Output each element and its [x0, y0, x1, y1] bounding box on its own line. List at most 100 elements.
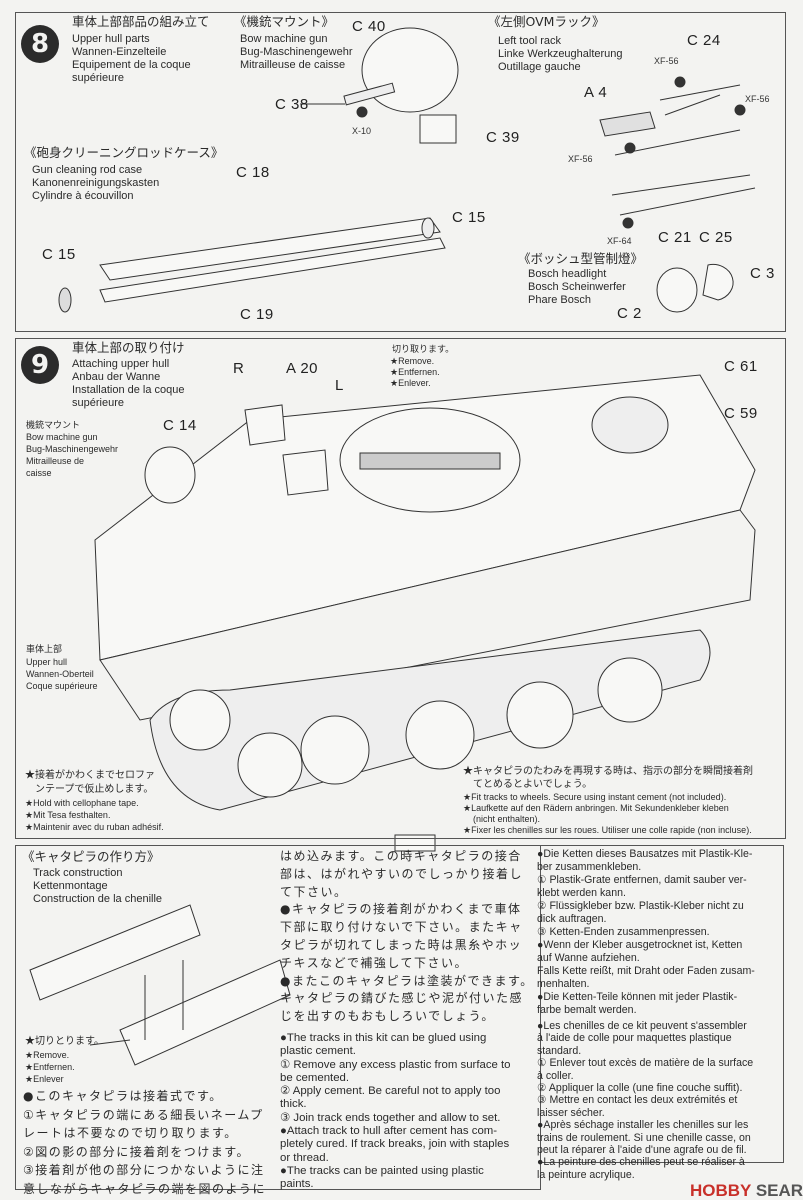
step8-title-jp: 車体上部部品の組み立て — [72, 14, 210, 29]
text-line: キャタピラの錆びた感じや泥が付いた感 — [280, 991, 524, 1006]
tape-note: ★接着がかわくまでセロファ — [25, 770, 155, 781]
text-line: ●The tracks can be painted using plastic — [280, 1164, 484, 1177]
text-line: ●またこのキャタピラは塗装ができます。 — [280, 973, 534, 988]
text-line: チキスなどで補強して下さい。 — [280, 955, 469, 970]
text-line: klebt werden kann. — [537, 887, 626, 899]
paint-label-xf56: XF-56 — [745, 94, 770, 104]
text-line: à l'aide de colle pour maquettes plastiq… — [537, 1032, 732, 1045]
text-line: la peinture acrylique. — [537, 1168, 635, 1181]
upper-hull-line: Upper hull — [26, 657, 68, 667]
instant-cement-note: ★Fit tracks to wheels. Secure using inst… — [463, 792, 727, 802]
part-label-c40: C 40 — [352, 18, 386, 35]
text-line: à coller. — [537, 1069, 574, 1082]
part-label-c59: C 59 — [724, 405, 758, 422]
cleaning-rod-line: Cylindre à écouvillon — [32, 190, 134, 202]
text-line: paints. — [280, 1178, 314, 1191]
remove-note-line: ★Entfernen. — [390, 367, 440, 377]
cleaning-rod-line: Gun cleaning rod case — [32, 164, 143, 176]
text-line: ●Les chenilles de ce kit peuvent s'assem… — [537, 1020, 747, 1032]
part-label-c38: C 38 — [275, 96, 309, 113]
instant-cement-note: ★Laufkette auf den Rädern anbringen. Mit… — [463, 803, 729, 813]
text-line: ●Die Ketten dieses Bausatzes mit Plastik… — [537, 848, 753, 860]
text-line: タピラが切れてしまった時は黒糸やホッ — [280, 937, 523, 952]
headlight-line: Phare Bosch — [528, 294, 591, 306]
part-label-a4: A 4 — [584, 84, 608, 101]
text-line: thick. — [280, 1098, 307, 1111]
tape-note: ★Hold with cellophane tape. — [25, 798, 139, 808]
tool-rack-line: Left tool rack — [498, 35, 561, 47]
text-line: ② Apply cement. Be careful not to apply … — [280, 1085, 501, 1098]
text-line: はめ込みます。この時キャタピラの接合 — [280, 849, 522, 863]
upper-hull-line: Wannen-Oberteil — [26, 669, 94, 679]
text-line: ●La peinture des chenilles peut se réali… — [537, 1156, 745, 1169]
upper-hull-line: Coque supérieure — [26, 681, 98, 691]
track-jp-left: ●このキャタピラは接着式です。 ①キャタピラの端にある細長いネームプ レートは不… — [23, 1087, 266, 1199]
step8-title-fr-2: supérieure — [72, 72, 124, 84]
cleaning-rod-line: Kanonenreinigungskasten — [32, 177, 160, 189]
text-line: ●キャタピラの接着剤がかわくまで車体 — [280, 902, 522, 917]
road-wheels-drawing — [149, 629, 711, 811]
hobby-search-watermark: HOBBY SEARCH — [690, 1182, 803, 1199]
step8-bow-mg-drawing — [300, 27, 459, 144]
tool-rack-drawing — [599, 76, 756, 229]
paint-label-x10: X-10 — [352, 126, 372, 136]
text-line: ② Appliquer la colle (une fine couche su… — [537, 1082, 743, 1095]
text-line: laisser sécher. — [537, 1106, 605, 1119]
part-label-c14: C 14 — [163, 417, 197, 434]
text-line: じを出すのもおもしろいでしょう。 — [280, 1009, 495, 1024]
tape-note: ★Maintenir avec du ruban adhésif. — [25, 822, 164, 832]
tank-hull-drawing — [94, 374, 756, 721]
track-panel — [15, 845, 541, 1190]
part-label-c15: C 15 — [452, 209, 486, 226]
track-remove-note: ★切りとります。 — [25, 1036, 104, 1047]
cleaning-rod-header: 《砲身クリーニングロッドケース》 — [24, 145, 224, 160]
step9-number-badge: 9 — [21, 346, 59, 384]
tape-note: ンテープで仮止めします。 — [35, 784, 154, 795]
headlight-line: Bosch Scheinwerfer — [528, 281, 626, 293]
text-line: て下さい。 — [280, 884, 348, 899]
remove-note-line: ★Enlever. — [390, 378, 431, 388]
headlight-header: 《ボッシュ型管制燈》 — [518, 251, 644, 266]
part-label-c3: C 3 — [750, 265, 775, 282]
cleaning-rod-drawing — [58, 217, 446, 313]
watermark-brand: HOBBY — [690, 1181, 752, 1200]
tool-rack-header: 《左側OVMラック》 — [488, 14, 605, 29]
bow-mg-header: 《機銃マウント》 — [234, 14, 335, 29]
track-header-line: Track construction — [33, 867, 123, 879]
text-line: ●Après séchage installer les chenilles s… — [537, 1119, 749, 1132]
text-line: ②図の影の部分に接着剤をつけます。 — [23, 1144, 251, 1159]
text-line: menhalten. — [537, 978, 590, 990]
step9-panel — [15, 338, 786, 839]
text-line: ① Remove any excess plastic from surface… — [280, 1058, 511, 1071]
text-line: dick auftragen. — [537, 913, 607, 925]
part-label-c15: C 15 — [42, 246, 76, 263]
part-label-c25: C 25 — [699, 229, 733, 246]
text-line: 下部に取り付けないで下さい。またキャ — [280, 920, 523, 935]
upper-hull-jp: 車体上部 — [26, 644, 63, 654]
track-header: 《キャタピラの作り方》 — [22, 849, 160, 864]
text-line: pletely cured. If track breaks, join wit… — [280, 1138, 510, 1151]
step9-bow-mg-header: 機銃マウント — [26, 420, 81, 430]
bow-mg-line: Bow machine gun — [240, 33, 328, 45]
step9-title-fr-2: supérieure — [72, 397, 124, 409]
step9-title-jp: 車体上部の取り付け — [72, 340, 185, 355]
text-line: ① Plastik-Grate entfernen, damit sauber … — [537, 874, 747, 886]
text-line: ③接着剤が他の部分につかないように注 — [23, 1163, 265, 1178]
text-line: trains de roulement. Si une chenille cas… — [537, 1131, 751, 1144]
text-line: standard. — [537, 1044, 582, 1057]
headlight-line: Bosch headlight — [528, 268, 607, 280]
instant-cement-note: ★Fixer les chenilles sur les roues. Util… — [463, 825, 752, 835]
tape-note: ★Mit Tesa festhalten. — [25, 810, 111, 820]
step9-title-de: Anbau der Wanne — [72, 371, 161, 383]
instant-cement-note: てとめるとよいでしょう。 — [473, 779, 593, 790]
instant-cement-note: ★キャタピラのたわみを再現する時は、指示の部分を瞬間接着剤 — [463, 766, 753, 777]
part-label-c24: C 24 — [687, 32, 721, 49]
step8-title-fr: Equipement de la coque — [72, 59, 191, 71]
paint-label-xf64: XF-64 — [607, 236, 632, 246]
track-de-text: ●Die Ketten dieses Bausatzes mit Plastik… — [537, 848, 755, 1017]
part-label-c19: C 19 — [240, 306, 274, 323]
part-label-l: L — [335, 377, 344, 394]
step9-title-en: Attaching upper hull — [72, 358, 170, 370]
paint-label-xf56: XF-56 — [654, 56, 679, 66]
